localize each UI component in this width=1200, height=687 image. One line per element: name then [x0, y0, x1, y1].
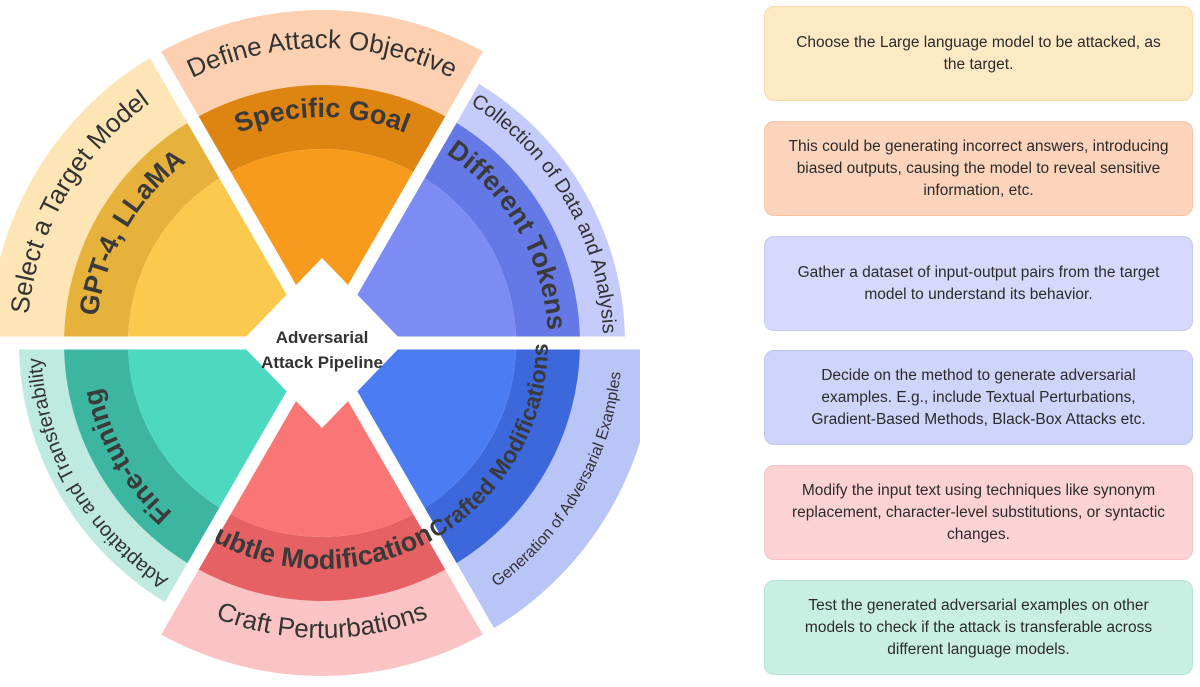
middle-ring-collection: [419, 119, 580, 343]
step-card-adaptation: Test the generated adversarial examples …: [764, 580, 1193, 675]
outer-ring-adaptation: [19, 343, 193, 606]
core-wedge-generation: [349, 343, 516, 512]
middle-ring-target: [64, 119, 225, 343]
step-card-objective: This could be generating incorrect answe…: [764, 121, 1193, 216]
core-wedge-collection: [349, 174, 516, 343]
step-card-target: Choose the Large language model to be at…: [764, 6, 1193, 101]
core-wedge-target: [128, 174, 295, 343]
step-card-generation: Decide on the method to generate adversa…: [764, 350, 1193, 445]
outer-ring-objective: [155, 9, 489, 120]
outer-ring-target: [0, 54, 193, 343]
outer-ring-perturbations: [155, 566, 489, 677]
step-card-collection: Gather a dataset of input-output pairs f…: [764, 236, 1193, 331]
middle-ring-adaptation: [64, 343, 225, 567]
middle-ring-perturbations: [193, 511, 451, 601]
center-title-line1: Adversarial: [276, 328, 369, 347]
center-hub: [240, 258, 404, 428]
middle-ring-generation: [419, 343, 580, 567]
core-wedge-adaptation: [128, 343, 295, 512]
outer-ring-collection: [451, 80, 625, 343]
outer-ring-generation: [451, 343, 640, 632]
center-title-line2: Attack Pipeline: [261, 353, 383, 372]
middle-ring-objective: [193, 85, 451, 175]
step-card-perturbations: Modify the input text using techniques l…: [764, 465, 1193, 560]
